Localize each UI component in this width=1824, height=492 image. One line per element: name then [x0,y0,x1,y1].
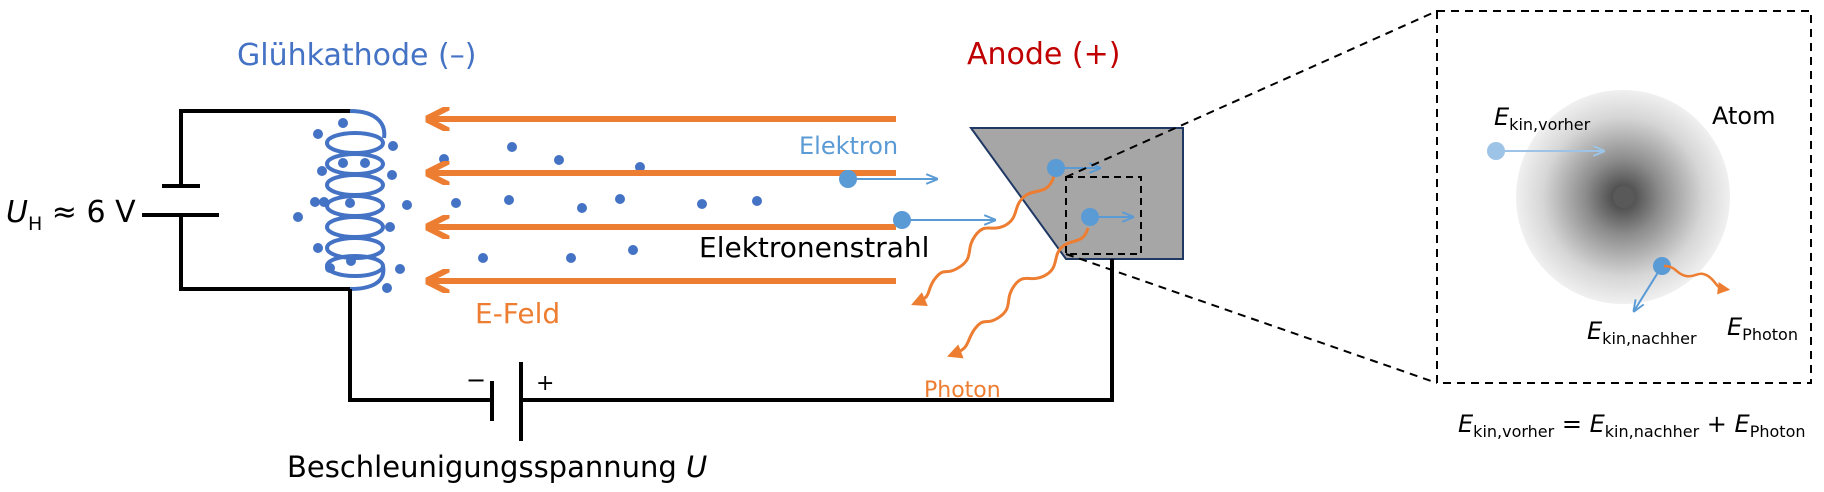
beam-electron [893,211,995,229]
electron-dot [338,118,348,128]
heater-wire-lower [179,215,350,291]
nucleus [1613,186,1635,208]
electron-dot [628,245,638,255]
beam-label: Elektronenstrahl [699,231,929,264]
electron-dot [325,263,335,273]
heater-wire [179,109,350,186]
electron-dot [360,158,370,168]
electron-dot [313,129,323,139]
beam-electron [839,170,937,188]
accel-circuit [348,259,1114,441]
electron-dot [697,199,707,209]
anode-label: Anode (+) [967,37,1120,72]
zoom-leader-top [1065,10,1438,178]
electron-dot [504,195,514,205]
electron-dot [615,194,625,204]
electron-dot [310,197,320,207]
electron-dot [395,264,405,274]
electron-label: Elektron [799,132,898,160]
electron-dot [439,154,449,164]
electron-cloud [293,118,762,293]
electron-dot [478,253,488,263]
anode-electron [1081,208,1133,226]
electron-dot [382,283,392,293]
zoom-region [1065,176,1142,255]
ekin-before-label: Ekin,vorher [1494,103,1591,134]
cathode-label: Glühkathode (–) [237,38,476,73]
e-field-label: E-Feld [475,297,560,330]
electron-dot [345,198,355,208]
energy-equation: Ekin,vorher = Ekin,nachher + EPhoton [1458,410,1806,441]
ekin-after-label: Ekin,nachher [1587,317,1697,348]
electron-dot [387,170,397,180]
electron-dot [346,256,356,266]
electron-dot [752,196,762,206]
photon-wave [946,227,1090,359]
electron-dot [338,158,348,168]
ephoton-label: EPhoton [1727,313,1798,344]
electron-dot [319,197,329,207]
electron-dot [566,253,576,263]
emitted-photon [1663,264,1731,295]
electron-dot [317,166,327,176]
atom-label: Atom [1712,102,1775,130]
photon-wave [911,175,1056,306]
heater-circuit [142,109,350,291]
heater-voltage-label: UH ≈ 6 V [6,195,136,235]
e-field-arrows [428,119,896,281]
electron-dot [402,200,412,210]
outgoing-electron [1634,257,1671,311]
battery-minus-sign: − [466,366,486,394]
zoom-leader-bottom [1065,253,1438,384]
anode-electron [1047,159,1100,177]
electron-dot [388,141,398,151]
incoming-electron [1487,142,1604,160]
electron-dot [293,212,303,222]
battery-plus-sign: + [536,371,554,396]
electron-dot [451,198,461,208]
electron-dot [554,155,564,165]
accel-voltage-label: Beschleunigungsspannung U [287,450,707,484]
anode [969,127,1184,260]
electron-dot [507,142,517,152]
electron-dot [313,243,323,253]
electron-dot [635,162,645,172]
electron-dot [385,222,395,232]
photon-label: Photon [924,378,1001,403]
electron-dot [577,203,587,213]
